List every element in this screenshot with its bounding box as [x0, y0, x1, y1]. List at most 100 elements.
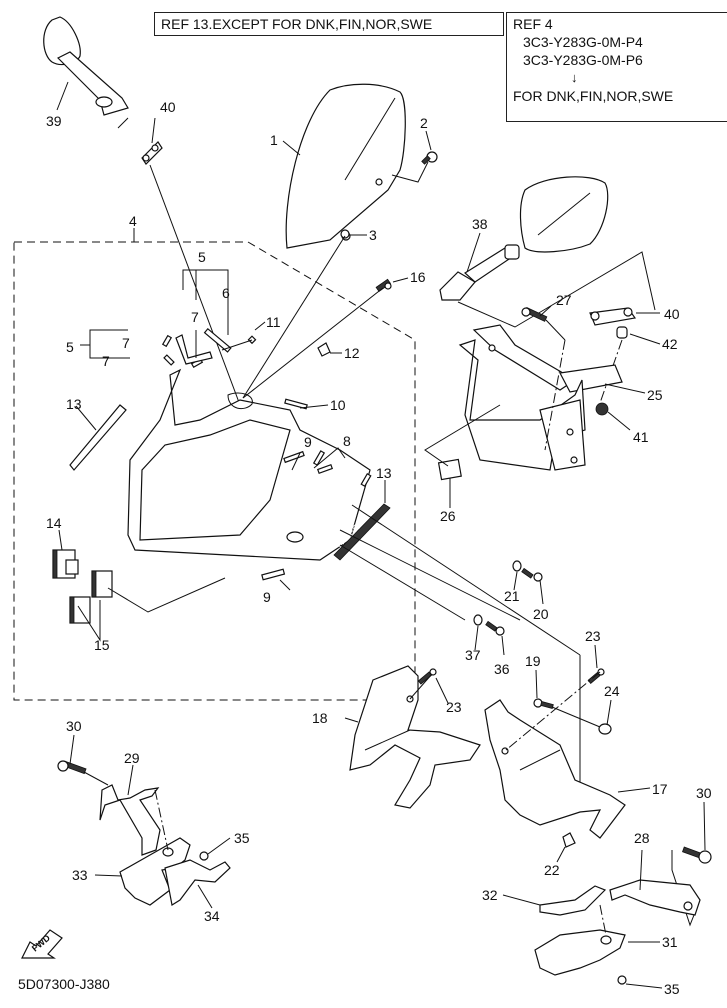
- callout-9: 9: [304, 434, 312, 450]
- strip-9b-part: [261, 568, 286, 581]
- windscreen-part: [285, 83, 406, 249]
- right-mirror-part: [439, 176, 609, 301]
- callout-35: 35: [664, 981, 680, 997]
- pin-7b-part: [163, 354, 175, 366]
- left-mirror-part: [43, 16, 129, 129]
- callout-35: 35: [234, 830, 250, 846]
- callout-12: 12: [344, 345, 360, 361]
- callout-34: 34: [204, 908, 220, 924]
- ref-4-region-note: FOR DNK,FIN,NOR,SWE: [513, 88, 674, 104]
- callout-5: 5: [66, 339, 74, 355]
- callout-24: 24: [604, 683, 620, 699]
- callout-19: 19: [525, 653, 541, 669]
- callout-1: 1: [270, 132, 278, 148]
- callout-7: 7: [102, 353, 110, 369]
- bracket-5-part: [175, 334, 213, 365]
- callout-15: 15: [94, 637, 110, 653]
- mirror-bracket-right-part: [589, 307, 637, 326]
- callout-27: 27: [556, 292, 572, 308]
- collar-42-part: [616, 326, 628, 339]
- callout-18: 18: [312, 710, 328, 726]
- callout-37: 37: [465, 647, 481, 663]
- callout-39: 39: [46, 113, 62, 129]
- forward-arrow-icon: FWD: [21, 929, 63, 959]
- callout-26: 26: [440, 508, 456, 524]
- grommet-3-part: [340, 229, 350, 239]
- callout-32: 32: [482, 887, 498, 903]
- collar-24-part: [598, 723, 612, 735]
- strip-8a-part: [312, 450, 326, 466]
- callout-labels: 1 2 3 4 5 5 6 7 7 7 8 9 9 10 11 12 13 13…: [46, 99, 712, 997]
- grommet-11-part: [247, 335, 257, 345]
- callout-36: 36: [494, 661, 510, 677]
- clip-12-part: [317, 342, 331, 357]
- callout-41: 41: [633, 429, 649, 445]
- callout-7: 7: [191, 309, 199, 325]
- screw-19-part: [533, 698, 554, 709]
- callout-2: 2: [420, 115, 428, 131]
- cowling-stay-25-part: [458, 324, 623, 471]
- callout-23: 23: [585, 628, 601, 644]
- nut-41-part: [595, 402, 609, 416]
- callout-16: 16: [410, 269, 426, 285]
- grommet-35b-part: [617, 975, 627, 985]
- ref-4-part-number: 3C3-Y283G-0M-P4: [523, 34, 643, 50]
- screw-36-part: [485, 620, 498, 632]
- washer-21-part: [512, 560, 522, 572]
- callout-33: 33: [72, 867, 88, 883]
- callout-40: 40: [160, 99, 176, 115]
- callout-21: 21: [504, 588, 520, 604]
- callout-13: 13: [66, 396, 82, 412]
- callout-20: 20: [533, 606, 549, 622]
- callout-11: 11: [266, 314, 281, 330]
- ref-4-arrow: ↓: [571, 70, 578, 85]
- callout-14: 14: [46, 515, 62, 531]
- ref-13-note: REF 13.EXCEPT FOR DNK,FIN,NOR,SWE: [154, 12, 504, 36]
- callout-38: 38: [472, 216, 488, 232]
- ref-4-heading: REF 4: [513, 16, 553, 32]
- front-cowling-part: [127, 368, 371, 561]
- callout-29: 29: [124, 750, 140, 766]
- inner-panel-17-part: [484, 699, 626, 839]
- callout-30: 30: [696, 785, 712, 801]
- decal-26-part: [437, 458, 462, 481]
- callout-8: 8: [343, 433, 351, 449]
- ref-4-note: REF 4 3C3-Y283G-0M-P4 3C3-Y283G-0M-P6 ↓ …: [506, 12, 727, 122]
- callout-30: 30: [66, 718, 82, 734]
- strip-8b-part: [316, 463, 334, 475]
- bolt-23b-part: [587, 668, 605, 684]
- stay-28-part: [609, 879, 701, 916]
- callout-31: 31: [662, 934, 678, 950]
- callout-5: 5: [198, 249, 206, 265]
- inner-panel-18-part: [349, 665, 481, 809]
- callout-leaders: [56, 81, 706, 989]
- washer-37-part: [473, 614, 483, 626]
- clip-22-part: [562, 832, 576, 848]
- callout-23: 23: [446, 699, 462, 715]
- callout-9: 9: [263, 589, 271, 605]
- cover-15-part: [69, 570, 113, 624]
- ref-4-part-number: 3C3-Y283G-0M-P6: [523, 52, 643, 68]
- callout-4: 4: [129, 213, 137, 229]
- stay-29-part: [99, 784, 161, 856]
- diagram-code: 5D07300-J380: [18, 976, 110, 992]
- callout-40: 40: [664, 306, 680, 322]
- callout-13: 13: [376, 465, 392, 481]
- bracket-32-part: [539, 885, 607, 916]
- bolt-30b-part: [682, 846, 712, 864]
- screw-2-part: [421, 151, 438, 165]
- grommet-35a-part: [199, 851, 209, 861]
- callout-22: 22: [544, 862, 560, 878]
- mirror-bracket-left-part: [141, 141, 163, 165]
- bolt-30a-part: [57, 760, 87, 775]
- callout-10: 10: [330, 397, 346, 413]
- decal-13-left-part: [69, 404, 127, 471]
- pin-6-part: [203, 327, 232, 353]
- connector-14-part: [52, 549, 79, 579]
- callout-25: 25: [647, 387, 663, 403]
- screw-20-part: [521, 567, 534, 579]
- bracket-31-part: [534, 929, 626, 976]
- callout-28: 28: [634, 830, 650, 846]
- callout-7: 7: [122, 335, 130, 351]
